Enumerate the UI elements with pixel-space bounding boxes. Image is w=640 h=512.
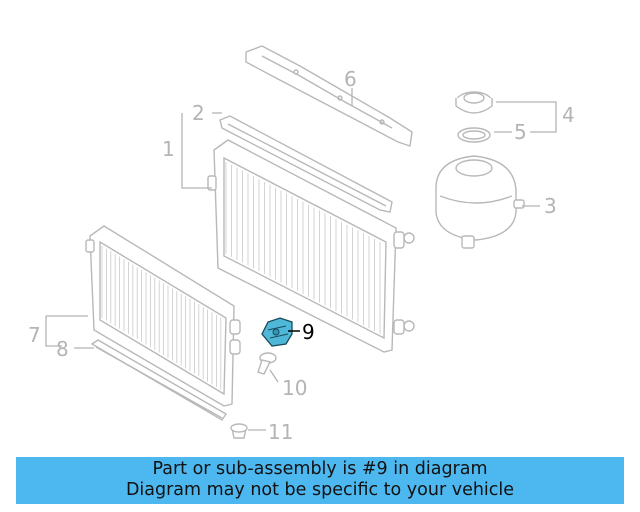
callout-3: 3 — [544, 194, 557, 218]
callout-10: 10 — [282, 376, 307, 400]
part-6-support-bracket — [245, 45, 413, 147]
callout-8: 8 — [56, 337, 69, 361]
parts-diagram: 1 2 3 4 5 6 7 8 9 10 11 — [28, 45, 575, 444]
callout-7: 7 — [28, 323, 41, 347]
info-banner: Part or sub-assembly is #9 in diagram Di… — [16, 457, 624, 504]
callout-11: 11 — [268, 420, 293, 444]
callout-2: 2 — [192, 101, 205, 125]
part-10-bolt — [257, 352, 277, 375]
part-5-o-ring — [457, 127, 491, 143]
part-11-grommet — [230, 423, 248, 439]
callout-1: 1 — [162, 137, 175, 161]
part-4-cap — [455, 91, 493, 114]
part-8-lower-strip — [90, 339, 227, 421]
callout-5: 5 — [514, 120, 527, 144]
callout-6: 6 — [344, 67, 357, 91]
part-7-aux-radiator — [85, 225, 241, 407]
part-1-radiator — [207, 139, 415, 353]
part-3-expansion-tank — [435, 155, 525, 249]
callout-4: 4 — [562, 103, 575, 127]
part-2-seal-strip — [219, 115, 393, 213]
callout-9: 9 — [302, 320, 315, 344]
banner-line-2: Diagram may not be specific to your vehi… — [125, 480, 515, 500]
part-9-bracket — [261, 317, 293, 347]
banner-line-1: Part or sub-assembly is #9 in diagram — [152, 459, 488, 479]
leader-lines — [45, 88, 557, 431]
